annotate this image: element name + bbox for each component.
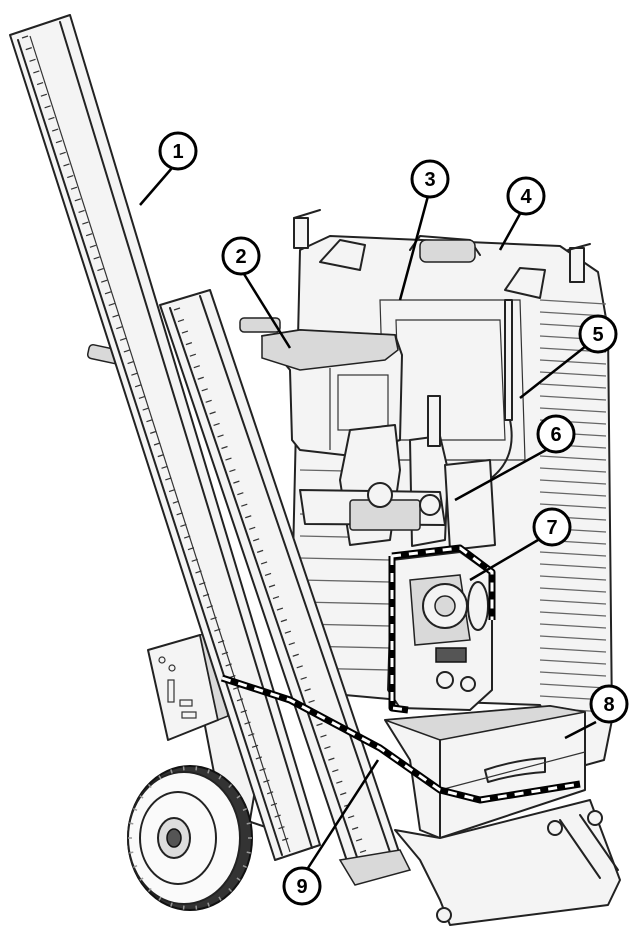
callout-8: 8 — [589, 684, 629, 724]
callout-3: 3 — [410, 159, 450, 199]
callout-8-label: 8 — [603, 694, 614, 716]
callout-5-label: 5 — [592, 324, 603, 346]
wheel — [127, 765, 253, 911]
callout-4-label: 4 — [520, 186, 532, 208]
callout-4: 4 — [506, 176, 546, 216]
leader-lines — [139, 167, 597, 869]
clamp-assembly — [299, 395, 496, 551]
callout-2: 2 — [221, 236, 261, 276]
callout-7: 7 — [532, 507, 572, 547]
motor-housing — [86, 317, 403, 457]
callout-3-label: 3 — [424, 169, 435, 191]
callout-5: 5 — [578, 314, 618, 354]
callout-9: 9 — [282, 866, 322, 906]
callout-7-label: 7 — [546, 517, 557, 539]
callout-9-label: 9 — [296, 876, 307, 898]
retaining-strap — [220, 674, 581, 804]
callout-1: 1 — [158, 131, 198, 171]
front-rack-rail — [9, 14, 321, 861]
drive-unit — [387, 544, 496, 714]
callout-6: 6 — [536, 414, 576, 454]
callout-6-label: 6 — [550, 424, 561, 446]
callout-1-label: 1 — [172, 141, 183, 163]
callout-2-label: 2 — [235, 246, 246, 268]
